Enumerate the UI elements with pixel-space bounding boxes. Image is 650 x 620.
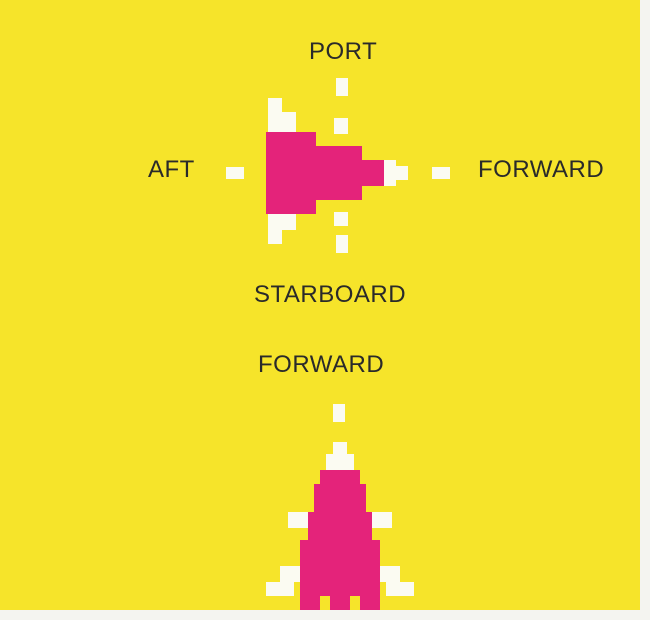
- ship-sprite-upright: [0, 0, 640, 610]
